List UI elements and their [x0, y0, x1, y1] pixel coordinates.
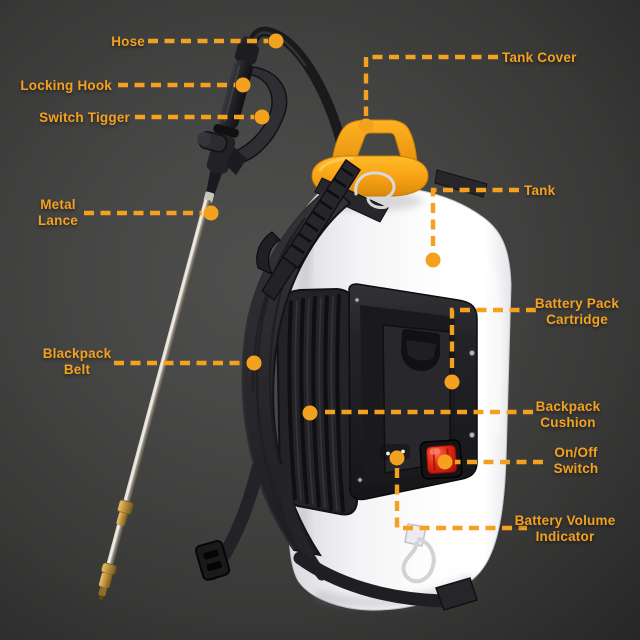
label-locking-hook: Locking Hook — [20, 78, 112, 93]
battery-cartridge — [382, 324, 451, 474]
cap-handle — [331, 119, 418, 164]
leader-switch-tigger — [135, 109, 270, 125]
webbing-strap — [256, 158, 362, 301]
leader-locking-hook — [118, 77, 251, 93]
lance-rod — [123, 198, 212, 503]
leader-blackpack-belt — [114, 355, 262, 371]
compartment-screws — [354, 297, 476, 483]
label-battery-pack-cartridge: Battery Pack Cartridge — [534, 296, 620, 327]
leader-battery-pack-cartridge — [444, 307, 536, 390]
label-tank: Tank — [524, 183, 556, 198]
leader-tank — [425, 187, 519, 268]
label-on-off-switch: On/Off Switch — [553, 445, 599, 476]
leader-battery-volume-indicator — [389, 450, 527, 531]
lance-brass-coupling — [117, 499, 134, 515]
backpack-cushion-pad — [275, 287, 359, 516]
leader-backpack-cushion — [302, 405, 533, 421]
strap-buckle — [195, 539, 231, 581]
leader-hose — [148, 33, 284, 49]
label-tank-cover: Tank Cover — [502, 50, 577, 65]
label-switch-tigger: Switch Tigger — [39, 110, 130, 125]
spray-wand — [98, 36, 288, 601]
label-backpack-cushion: Backpack Cushion — [535, 399, 601, 430]
wire-clip — [354, 171, 396, 209]
label-hose: Hose — [111, 34, 145, 49]
label-battery-volume-indicator: Battery Volume Indicator — [514, 513, 616, 544]
label-metal-lance: Metal Lance — [37, 197, 79, 228]
brass-nozzle — [98, 562, 117, 601]
battery-compartment — [348, 283, 478, 501]
label-blackpack-belt: Blackpack Belt — [42, 346, 112, 377]
leader-metal-lance — [84, 205, 219, 221]
leader-on-off-switch — [437, 454, 543, 470]
lower-straps — [195, 461, 478, 611]
wand-grip — [218, 60, 253, 130]
leader-tank-cover — [358, 54, 498, 134]
